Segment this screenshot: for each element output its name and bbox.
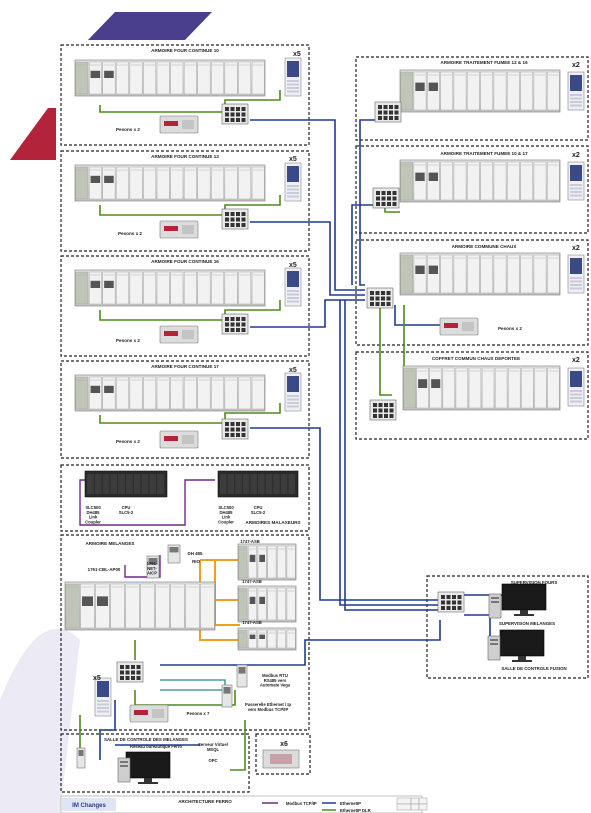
cabinet-four17-mult: x5 bbox=[289, 367, 297, 374]
cabinet-four13-title: ARMOIRE FOUR CONTINUE 13 bbox=[151, 154, 219, 159]
ethernet-gateway bbox=[221, 684, 233, 708]
diagram-title: ARCHITECTURE FERRO bbox=[178, 799, 232, 804]
cabinet-four10-title: ARMOIRE FOUR CONTINUE 10 bbox=[151, 48, 219, 53]
modbus-rtu-gateway bbox=[236, 664, 248, 688]
cabinet-chaux-mult: x2 bbox=[572, 245, 580, 252]
legend-modbus-label: Modbus TCP/IP bbox=[286, 801, 317, 806]
x6-box bbox=[255, 733, 311, 775]
network-tap bbox=[76, 747, 86, 769]
rack1-label: 1747-ASB bbox=[240, 539, 260, 544]
cabinet-slc-box bbox=[60, 464, 310, 532]
cabinet-malaxeurs-title: ARMOIRES MALAXEURS bbox=[245, 520, 300, 525]
cabinet-four17-box bbox=[60, 360, 310, 459]
left-red-shape bbox=[10, 108, 56, 160]
cabinet-four10-box bbox=[60, 44, 310, 146]
cabinet-melanges-title: ARMOIRE MELANGES bbox=[85, 541, 134, 546]
footer-bar: IM Changes ARCHITECTURE FERRO Modbus TCP… bbox=[60, 795, 428, 813]
cabinet-fumee12-title: ARMOIRE TRAITEMENT FUMEE 12 & 16 bbox=[440, 60, 528, 65]
opc-label: OPC bbox=[208, 758, 217, 763]
cabinet-fumee12-box bbox=[355, 56, 589, 141]
cabinet-four16-box bbox=[60, 255, 310, 357]
plc-devices bbox=[64, 57, 585, 784]
cabinet-four10-mult: x5 bbox=[293, 51, 301, 58]
header-banner-shape bbox=[88, 12, 212, 40]
pc-control-melanges bbox=[117, 757, 131, 783]
rack3-label: 1747-ASB bbox=[242, 620, 262, 625]
cabinet-chaux-box bbox=[355, 239, 589, 346]
background-swoosh bbox=[0, 628, 80, 813]
cabinet-coffret-title: COFFRET COMMUN CHAUX DEPORTEE bbox=[432, 356, 520, 361]
net-aicp-label: 1761-NET-AICP bbox=[147, 561, 158, 576]
cabinet-four10-pesons: Pesons x 2 bbox=[116, 127, 140, 132]
cabinet-coffret-box bbox=[355, 351, 589, 440]
control-melanges-title: SALLE DE CONTROLE DES MELANGES bbox=[104, 737, 188, 742]
legend-ethernet-label: EthernetIP bbox=[340, 801, 361, 806]
control-fusion-box bbox=[426, 575, 589, 679]
cabinet-four16-pesons: Pesons x 2 bbox=[116, 338, 140, 343]
cabinet-four17-pesons: Pesons x 2 bbox=[116, 439, 140, 444]
rio-rack-1 bbox=[237, 543, 297, 581]
rio-label: RIO bbox=[192, 559, 200, 564]
dh485-label: DH 485 bbox=[188, 551, 203, 556]
cabinet-fumee10-mult: x2 bbox=[572, 152, 580, 159]
company-logo bbox=[62, 798, 116, 811]
rack-coffret bbox=[402, 365, 561, 411]
cabinet-four13-mult: x5 bbox=[289, 156, 297, 163]
rack-fumee12 bbox=[399, 69, 561, 113]
monitor-control-melanges bbox=[125, 751, 171, 779]
cabinet-four17-title: ARMOIRE FOUR CONTINUE 17 bbox=[151, 364, 219, 369]
rack-chaux bbox=[399, 252, 561, 296]
monitor-supervision-melanges bbox=[499, 629, 545, 657]
control-fusion-title: SALLE DE CONTROLE FUSION bbox=[501, 666, 566, 671]
title-block bbox=[396, 797, 428, 811]
modbus-cables bbox=[79, 479, 215, 578]
melanges-pesons: Pesons x 7 bbox=[187, 711, 210, 716]
cbl-label: 1761-CBL-AP00 bbox=[88, 567, 121, 572]
cabinet-fumee10-title: ARMOIRE TRAITEMENT FUMEE 10 & 17 bbox=[440, 151, 528, 156]
melanges-mult: x5 bbox=[93, 675, 101, 682]
cabinet-chaux-title: ARMOIRE COMMUNE CHAUX bbox=[452, 244, 518, 249]
cabinet-four16-mult: x5 bbox=[289, 262, 297, 269]
misc-cables bbox=[160, 679, 230, 695]
rack2-label: 1747-ASB bbox=[242, 579, 262, 584]
cabinet-fumee10-box bbox=[355, 145, 589, 234]
rack-fumee10 bbox=[399, 159, 561, 203]
rio-rack-2 bbox=[237, 585, 297, 623]
legend-dlr-label: EthernetIP DLR bbox=[340, 808, 371, 813]
cabinet-four13-box bbox=[60, 150, 310, 252]
cabinet-chaux-pesons: Pesons x 2 bbox=[498, 326, 522, 331]
reseau-label: Réseau bureautique Ferro bbox=[130, 744, 182, 749]
monitor-supervision-fours bbox=[501, 583, 547, 611]
cabinet-melanges-box bbox=[60, 534, 310, 731]
sup-fours-label: SUPERVISION FOURS bbox=[511, 580, 558, 585]
pc-supervision-melanges bbox=[487, 635, 501, 661]
sup-melanges-label: SUPERVISION MELANGES bbox=[499, 621, 555, 626]
logo-text: IM Changes bbox=[72, 803, 106, 809]
cabinet-four16-title: ARMOIRE FOUR CONTINUE 16 bbox=[151, 259, 219, 264]
cabinet-coffret-mult: x2 bbox=[572, 357, 580, 364]
x6-label: x6 bbox=[280, 741, 288, 748]
cabinet-four13-pesons: Pesons x 2 bbox=[118, 231, 142, 236]
control-melanges-box bbox=[60, 733, 250, 793]
pc-supervision-fours bbox=[488, 593, 502, 619]
cabinet-fumee12-mult: x2 bbox=[572, 62, 580, 69]
